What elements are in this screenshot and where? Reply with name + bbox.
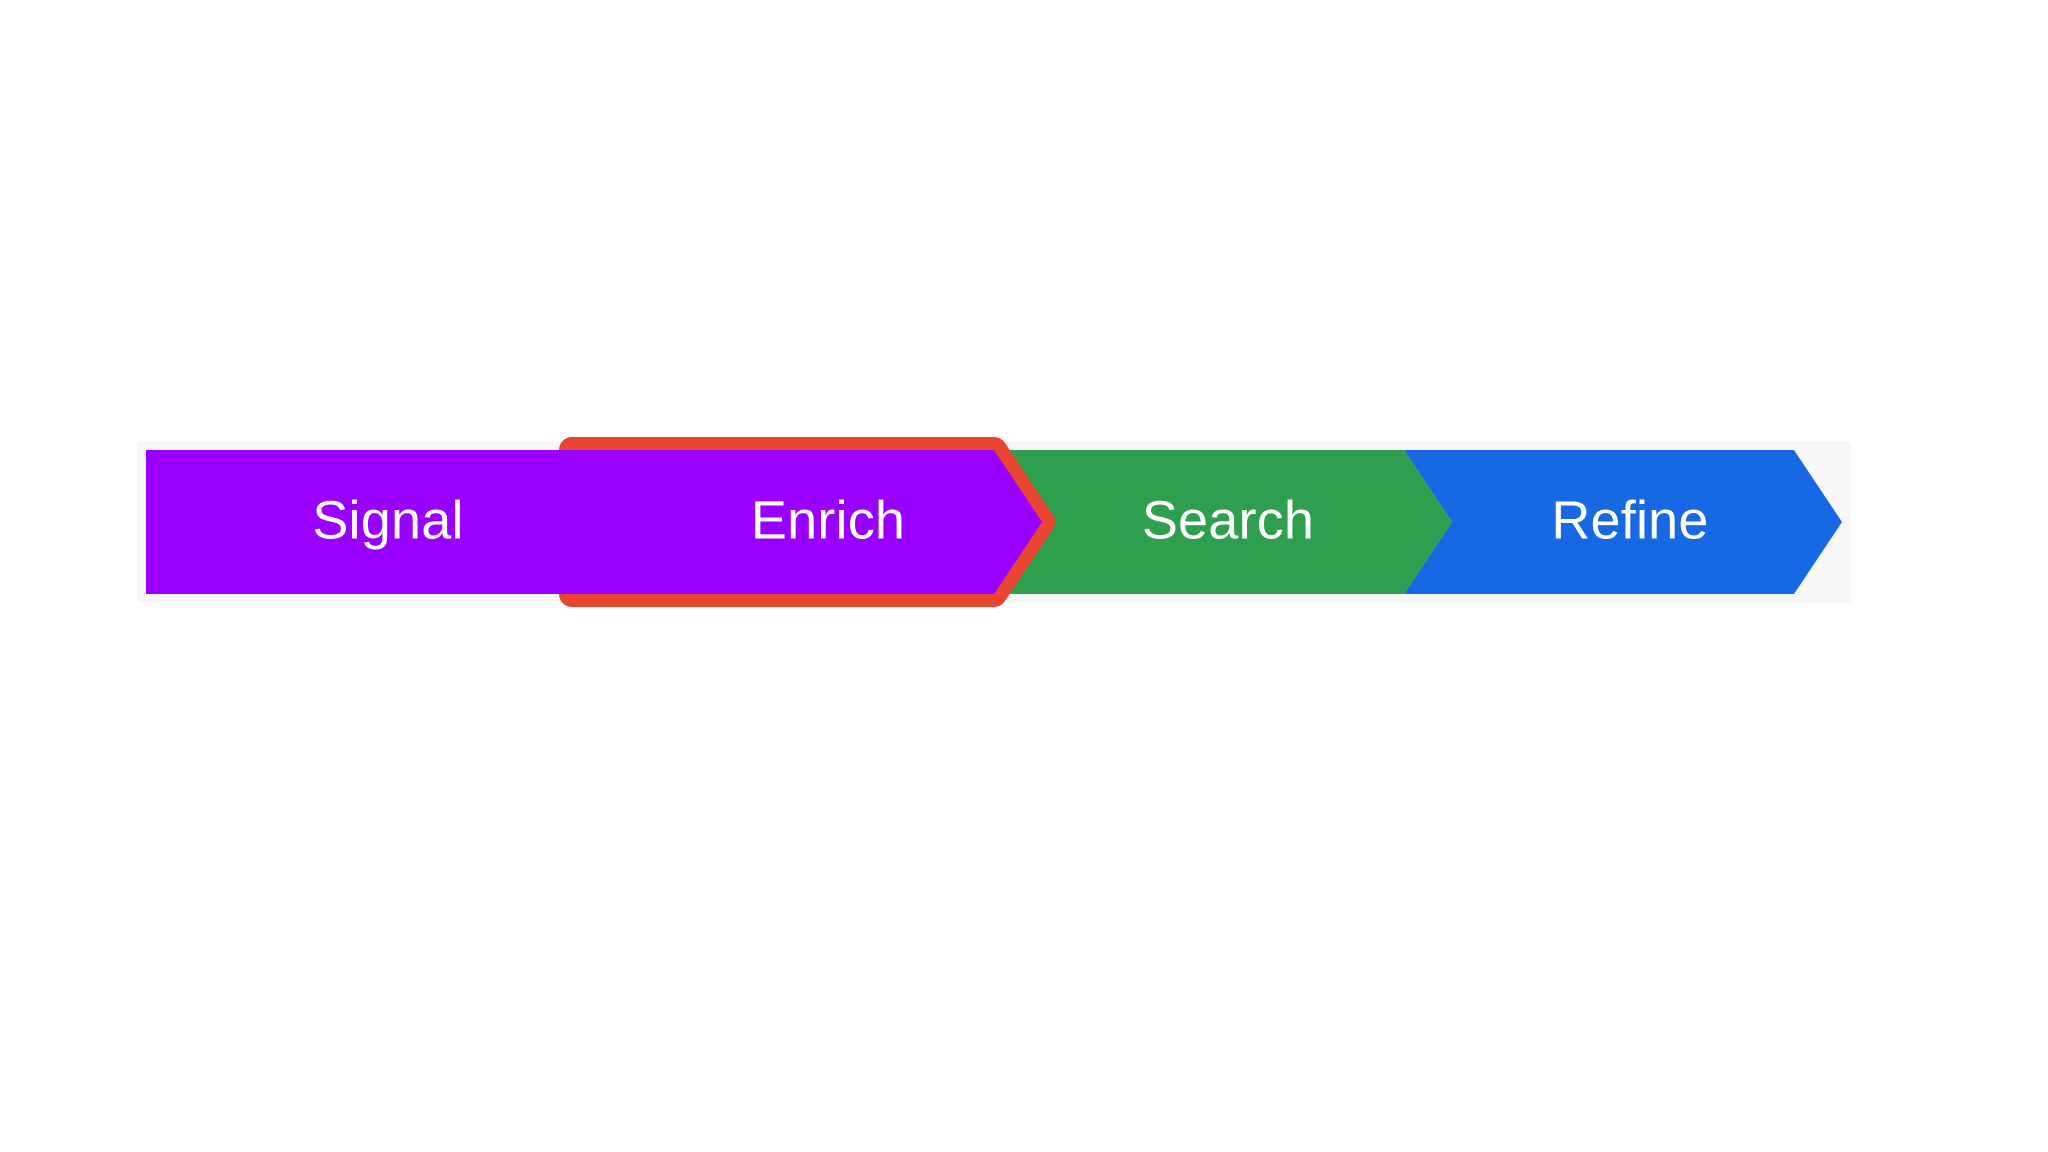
stage-search-label: Search — [1142, 490, 1314, 550]
stage-refine-label: Refine — [1551, 490, 1708, 550]
stage-enrich-label: Enrich — [751, 490, 905, 550]
stage-search[interactable]: Search — [994, 450, 1452, 594]
stage-enrich[interactable]: Enrich — [572, 450, 1042, 594]
stage-signal-label: Signal — [312, 490, 463, 550]
stage-signal[interactable]: Signal — [146, 450, 620, 594]
stage-refine[interactable]: Refine — [1404, 450, 1842, 594]
